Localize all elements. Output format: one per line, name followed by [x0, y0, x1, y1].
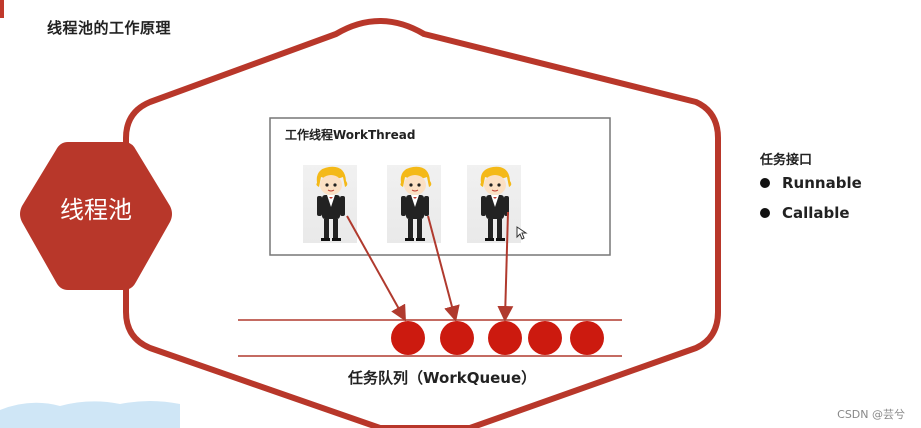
task-ball: [488, 321, 522, 355]
task-interface-title: 任务接口: [760, 153, 813, 168]
worker-thread-title: 工作线程WorkThread: [285, 128, 416, 142]
fetch-arrow-1: [346, 215, 406, 322]
worker-figure-3: [467, 165, 521, 243]
worker-figure-1: [303, 165, 357, 243]
page-title: 线程池的工作原理: [47, 19, 172, 37]
interface-item-label: Callable: [782, 204, 850, 222]
worker-figure-icon: [400, 166, 432, 241]
worker-figure-icon: [480, 166, 512, 241]
pool-label: 线程池: [60, 196, 132, 224]
bullet-dot-icon: [760, 178, 770, 188]
mouse-cursor-icon: [516, 226, 528, 240]
fetch-arrow-3: [497, 211, 514, 322]
task-ball: [528, 321, 562, 355]
task-ball: [570, 321, 604, 355]
bullet-dot-icon: [760, 208, 770, 218]
bottom-wave-decoration: [0, 401, 180, 428]
interface-item-label: Runnable: [782, 174, 862, 192]
watermark: CSDN @芸兮: [837, 408, 905, 421]
interface-item-callable: Callable: [760, 202, 862, 232]
interface-item-runnable: Runnable: [760, 172, 862, 202]
task-ball: [391, 321, 425, 355]
title-accent-bar: [0, 0, 4, 18]
pool-boundary-hexagon: [123, 18, 721, 428]
task-interface-list: Runnable Callable: [760, 172, 862, 232]
task-queue-label: 任务队列（WorkQueue）: [348, 369, 537, 387]
pool-hexagon-badge: [20, 142, 172, 290]
fetch-arrow-2: [427, 215, 460, 322]
task-ball: [440, 321, 474, 355]
worker-figure-icon: [316, 166, 348, 241]
